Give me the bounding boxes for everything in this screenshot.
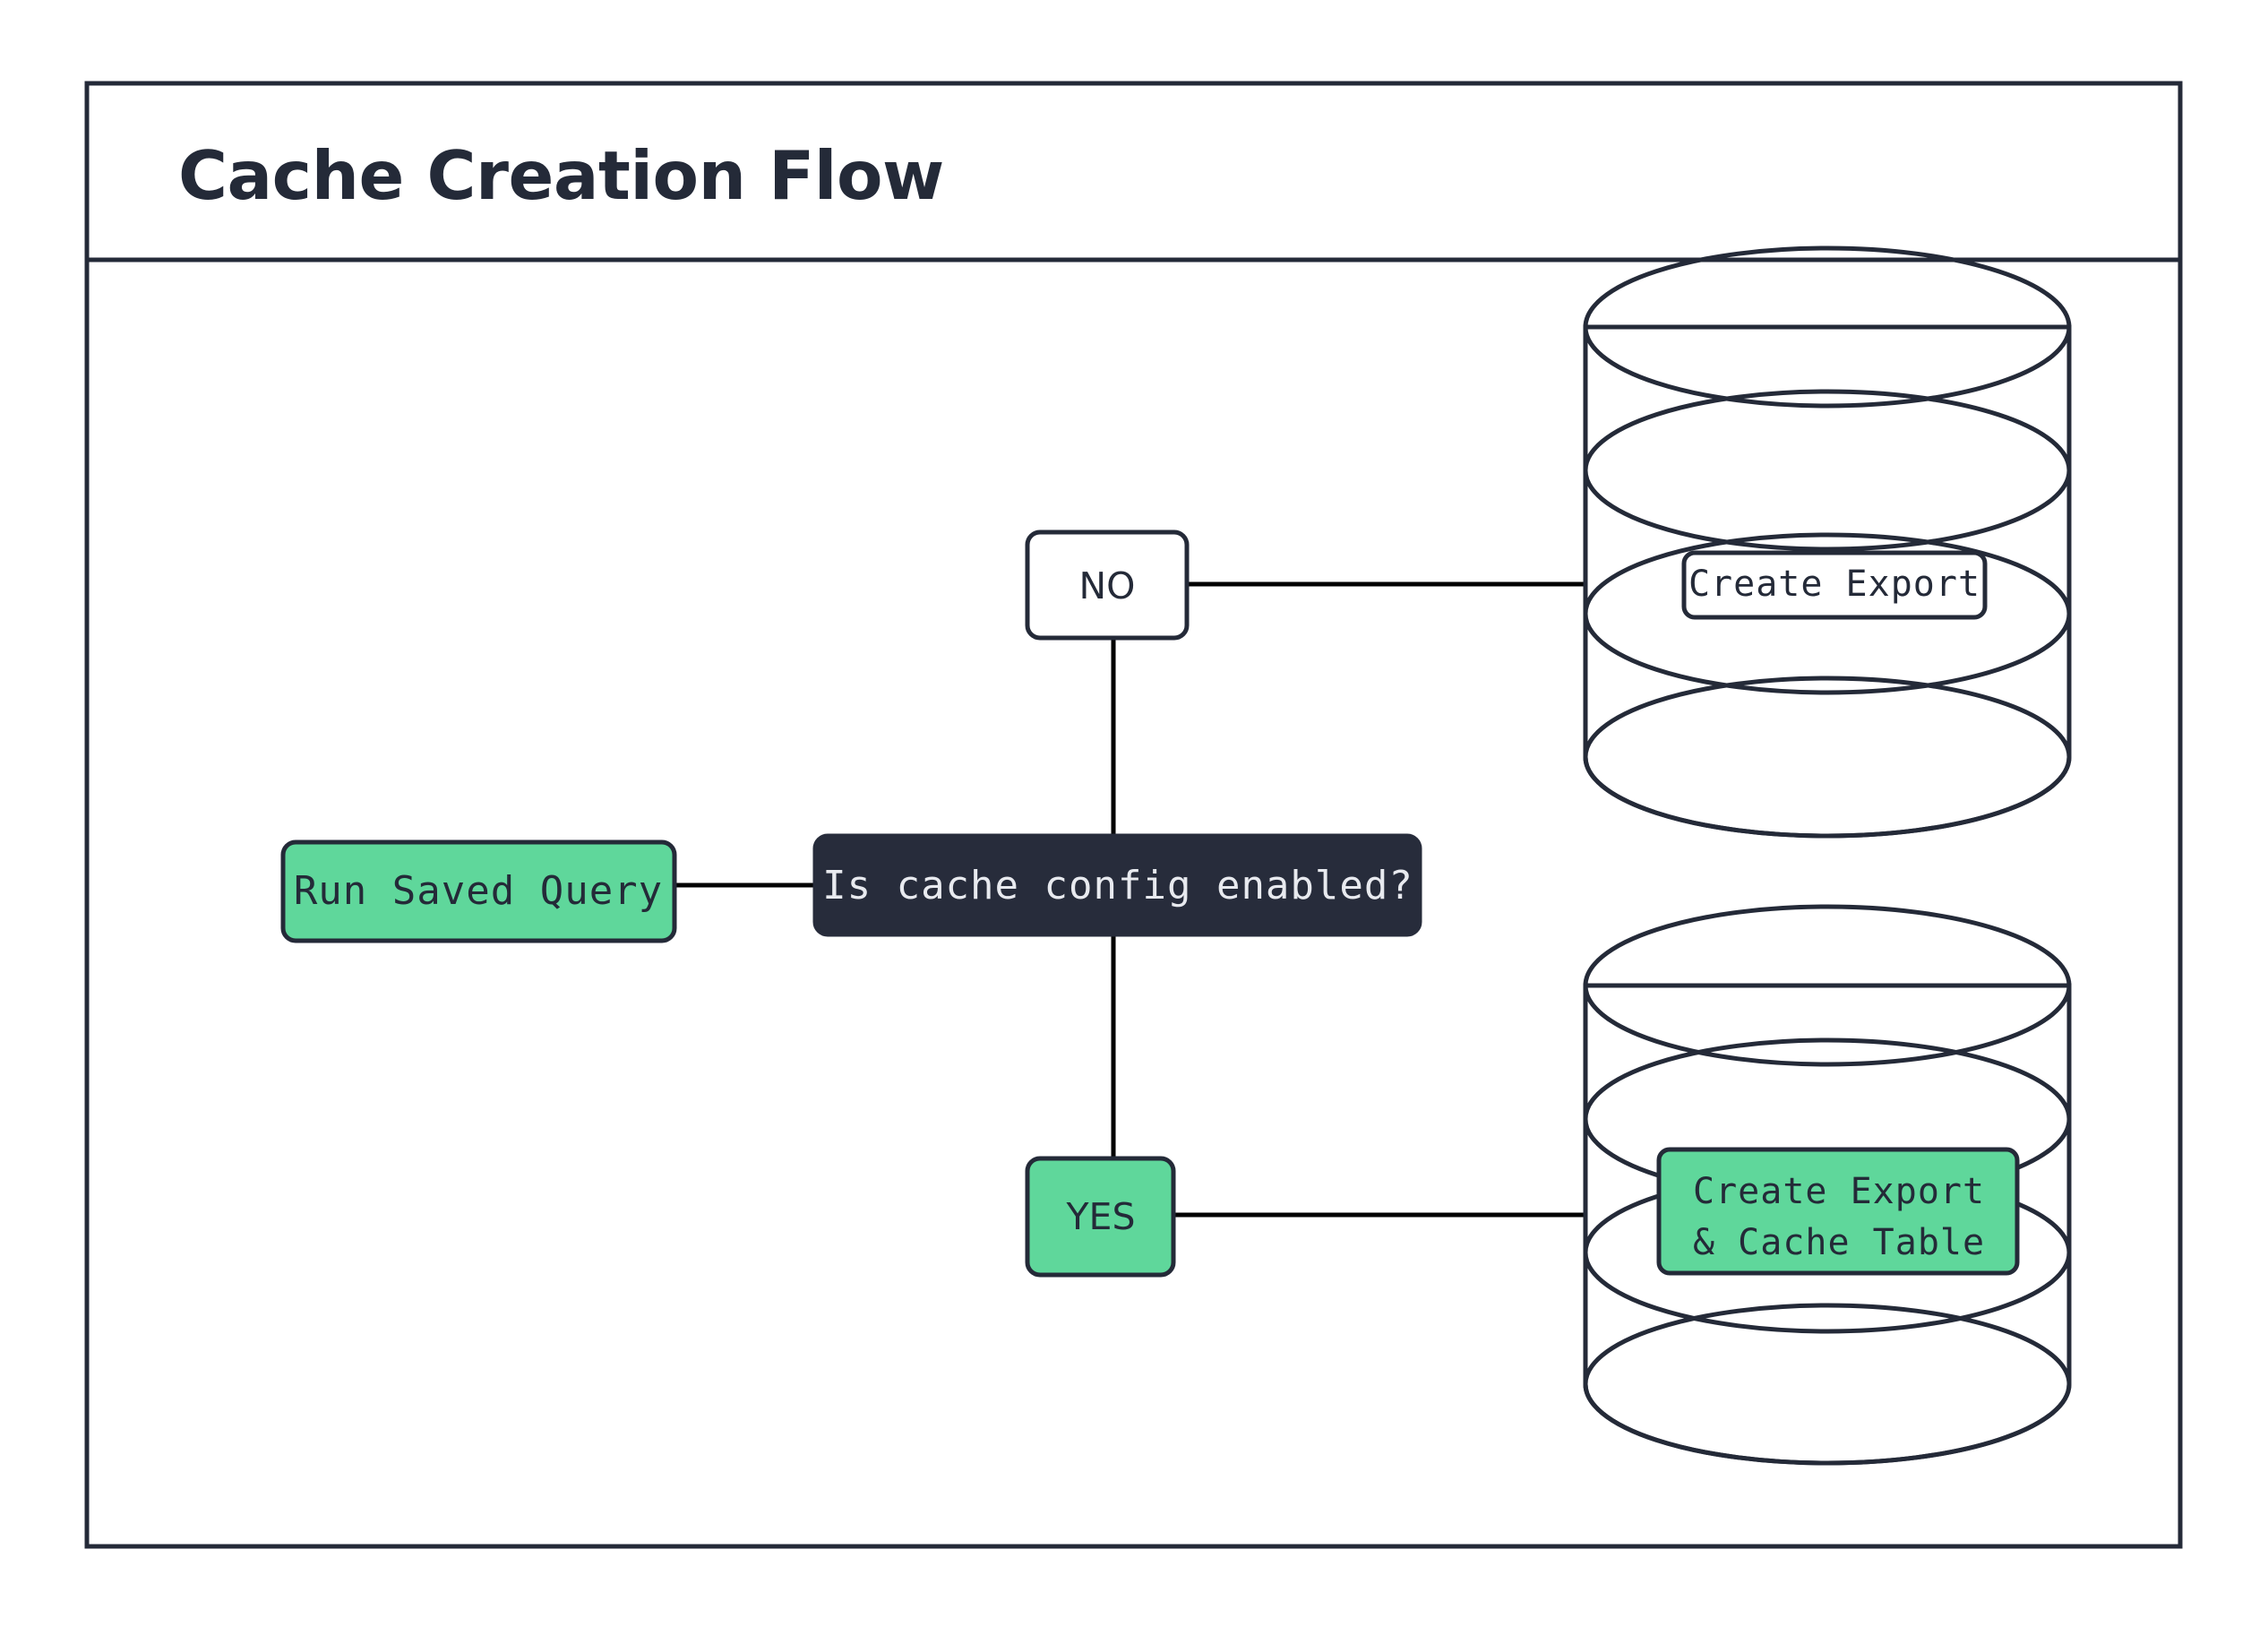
run-saved-query-label: Run Saved Query bbox=[294, 868, 663, 914]
database-top-disk-4 bbox=[1583, 676, 2072, 839]
database-bottom-label-plate bbox=[1656, 1147, 2020, 1276]
decision-label: Is cache config enabled? bbox=[822, 863, 1413, 908]
database-top-disk-2 bbox=[1583, 389, 2072, 552]
branch-yes-box bbox=[1025, 1156, 1176, 1278]
branch-no-box bbox=[1025, 529, 1190, 641]
database-top-label: Create Export bbox=[1688, 564, 1980, 605]
diagram-frame bbox=[84, 81, 2183, 1549]
run-saved-query-box bbox=[280, 839, 677, 943]
database-bottom-label-line1: Create Export bbox=[1693, 1171, 1985, 1212]
node-run-saved-query[interactable]: Run Saved Query bbox=[280, 839, 677, 943]
database-top-label-plate bbox=[1681, 550, 1988, 620]
branch-no-label: NO bbox=[1079, 564, 1136, 607]
node-branch-yes[interactable]: YES bbox=[1025, 1156, 1176, 1278]
branch-yes-label: YES bbox=[1066, 1195, 1136, 1238]
node-branch-no[interactable]: NO bbox=[1025, 529, 1190, 641]
database-bottom-disk-4 bbox=[1583, 1303, 2072, 1466]
database-bottom-disk-1 bbox=[1583, 904, 2072, 1067]
database-top[interactable]: Create Export bbox=[1583, 245, 2072, 839]
database-top-disk-1 bbox=[1583, 245, 2072, 409]
database-top-disk-3 bbox=[1583, 532, 2072, 695]
database-bottom[interactable]: Create Export & Cache Table bbox=[1583, 904, 2072, 1466]
decision-box bbox=[812, 833, 1422, 937]
database-bottom-label-line2: & Cache Table bbox=[1693, 1222, 1985, 1263]
page-title: Cache Creation Flow bbox=[178, 136, 944, 215]
node-decision[interactable]: Is cache config enabled? bbox=[812, 833, 1422, 937]
